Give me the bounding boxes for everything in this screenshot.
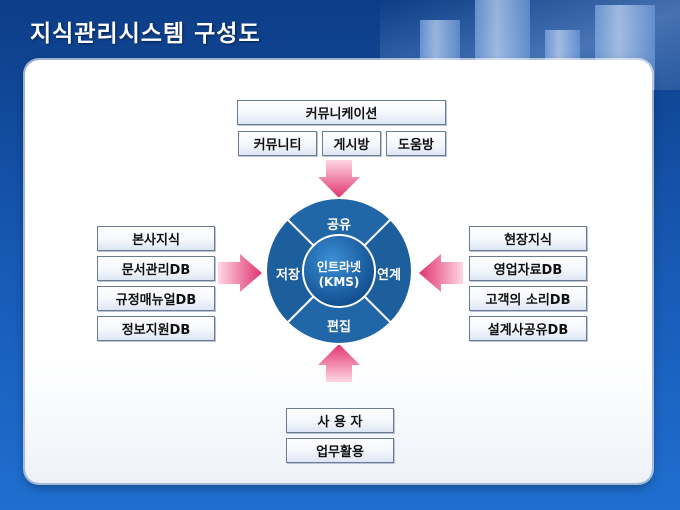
arrow-left-icon — [419, 254, 463, 292]
left-item-0: 본사지식 — [97, 226, 215, 251]
right-item-3: 설계사공유DB — [469, 316, 587, 341]
right-item-1: 영업자료DB — [469, 256, 587, 281]
page-title: 지식관리시스템 구성도 — [30, 21, 261, 47]
top-item-2: 도움방 — [386, 131, 446, 156]
arrow-down-icon — [318, 160, 360, 198]
bottom-item-0: 사 용 자 — [286, 408, 394, 433]
left-item-3: 정보지원DB — [97, 316, 215, 341]
wheel-label-bottom: 편집 — [327, 320, 351, 335]
bottom-item-1: 업무활용 — [286, 438, 394, 463]
wheel-label-right: 연계 — [377, 268, 401, 283]
arrow-up-icon — [318, 344, 360, 382]
top-item-1: 게시방 — [322, 131, 381, 156]
right-item-0: 현장지식 — [469, 226, 587, 251]
arrow-right-icon — [218, 254, 262, 292]
left-item-2: 규정매뉴얼DB — [97, 286, 215, 311]
left-item-1: 문서관리DB — [97, 256, 215, 281]
top-item-0: 커뮤니티 — [238, 131, 317, 156]
right-item-2: 고객의 소리DB — [469, 286, 587, 311]
center-label-line1: 인트라넷 — [316, 260, 362, 274]
top-header-box: 커뮤니케이션 — [237, 100, 446, 125]
kms-wheel — [265, 197, 413, 345]
center-label-line2: (KMS) — [318, 275, 360, 289]
wheel-label-top: 공유 — [327, 218, 351, 233]
wheel-label-left: 저장 — [276, 268, 300, 283]
